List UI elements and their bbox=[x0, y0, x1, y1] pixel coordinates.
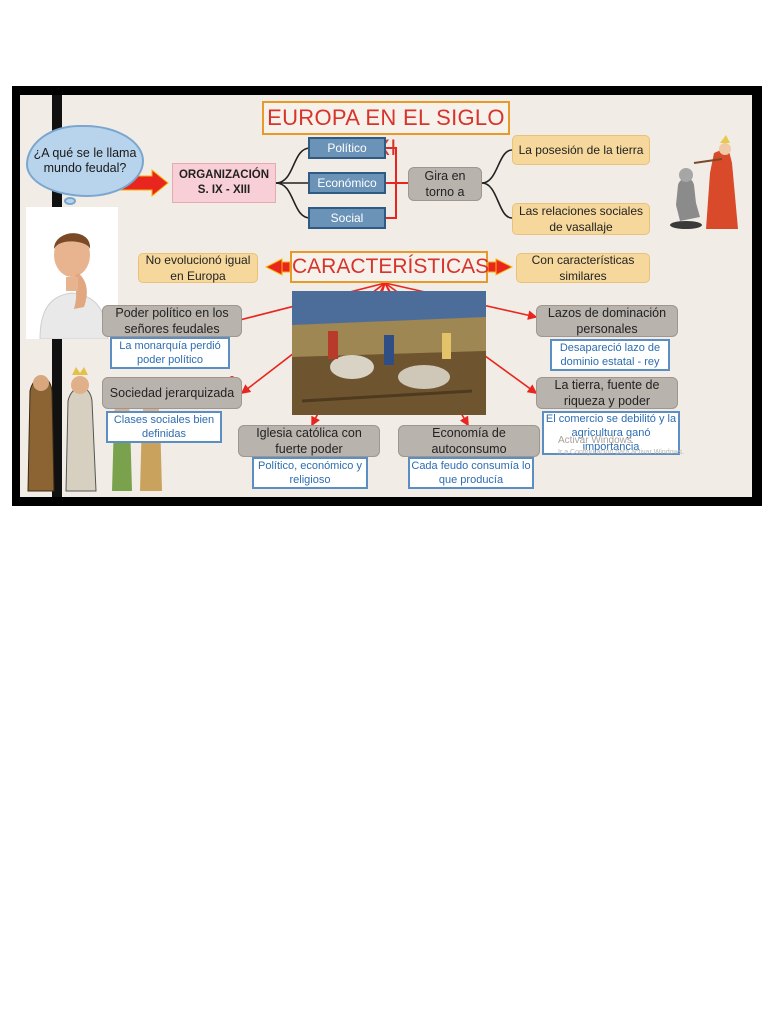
left-note: No evolucionó igual en Europa bbox=[138, 253, 258, 283]
feature-poder-politico: Poder político en los señores feudales bbox=[102, 305, 242, 337]
feature-lazos: Lazos de dominación personales bbox=[536, 305, 678, 337]
gira-to-vasallaje-line bbox=[481, 182, 513, 219]
gira-item-vasallaje: Las relaciones sociales de vasallaje bbox=[512, 203, 650, 235]
feature-sociedad-detail: Clases sociales bien definidas bbox=[106, 411, 222, 443]
left-note-arrow-head bbox=[264, 258, 283, 276]
feature-economia-detail: Cada feudo consumía lo que producía bbox=[408, 457, 534, 489]
org-to-politico-line bbox=[275, 147, 311, 184]
knight-kneeling-illustration bbox=[670, 135, 738, 229]
right-note: Con características similares bbox=[516, 253, 650, 283]
aspect-social: Social bbox=[308, 207, 386, 229]
question-cloud: ¿A qué se le llama mundo feudal? bbox=[26, 125, 144, 197]
feature-lazos-detail: Desapareció lazo de dominio estatal - re… bbox=[550, 339, 670, 371]
windows-watermark-subtitle: Ir a Configuración para activar Windows. bbox=[558, 449, 685, 456]
cloud-bubble-1 bbox=[64, 197, 76, 205]
gira-to-tierra-line bbox=[481, 149, 513, 184]
feature-tierra: La tierra, fuente de riqueza y poder bbox=[536, 377, 678, 409]
thinking-person-illustration bbox=[26, 207, 118, 339]
organization-box: ORGANIZACIÓN S. IX - XIII bbox=[172, 163, 276, 203]
feature-iglesia: Iglesia católica con fuerte poder bbox=[238, 425, 380, 457]
feature-iglesia-detail: Político, económico y religioso bbox=[252, 457, 368, 489]
feature-economia: Economía de autoconsumo bbox=[398, 425, 540, 457]
aspect-economico: Económico bbox=[308, 172, 386, 194]
slide-title: EUROPA EN EL SIGLO XI bbox=[262, 101, 510, 160]
organization-line1: ORGANIZACIÓN bbox=[178, 169, 270, 181]
feature-sociedad: Sociedad jerarquizada bbox=[102, 377, 242, 409]
org-to-social-line bbox=[275, 182, 311, 219]
organization-line2: S. IX - XIII bbox=[197, 184, 251, 196]
gira-box: Gira en torno a bbox=[408, 167, 482, 201]
feature-poder-politico-detail: La monarquía perdió poder político bbox=[110, 337, 230, 369]
right-note-arrow-head bbox=[495, 258, 514, 276]
windows-watermark-title: Activar Windows bbox=[558, 435, 632, 446]
gira-item-tierra: La posesión de la tierra bbox=[512, 135, 650, 165]
medieval-painting bbox=[292, 291, 486, 415]
feature-tierra-detail: El comercio se debilitó y la agricultura… bbox=[542, 411, 680, 455]
slide: EUROPA EN EL SIGLO XI ¿A qué se le llama… bbox=[20, 95, 752, 497]
aspects-bracket bbox=[386, 147, 408, 219]
aspect-politico: Político bbox=[308, 137, 386, 159]
caracteristicas-title: CARACTERÍSTICAS bbox=[290, 251, 489, 283]
